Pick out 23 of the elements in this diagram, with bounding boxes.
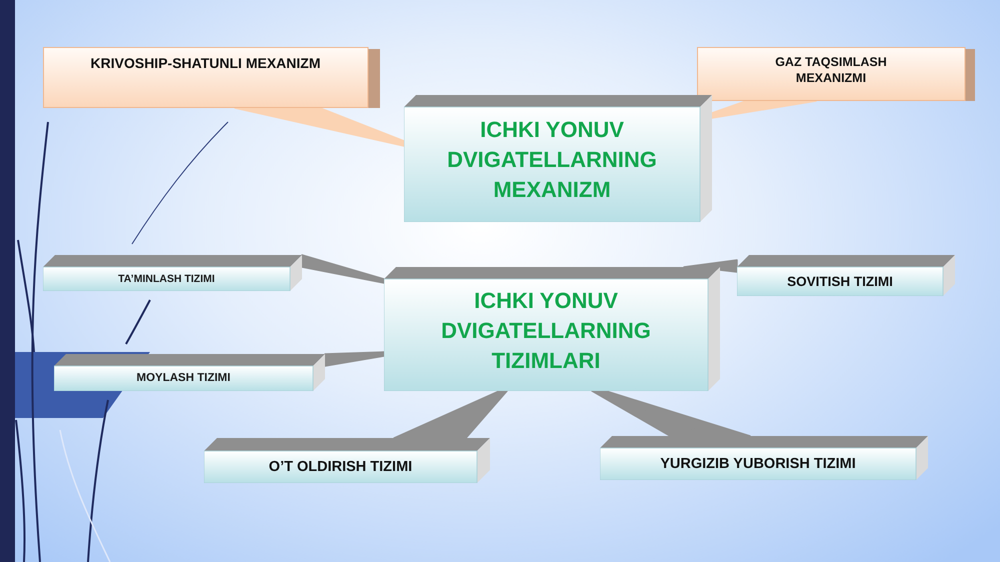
label-text: YURGIZIB YUBORISH TIZIMI bbox=[660, 455, 856, 473]
callout-box bbox=[43, 47, 380, 108]
callout-tail bbox=[234, 107, 405, 147]
wedge-connector bbox=[324, 351, 385, 367]
label-text: GAZ TAQSIMLASH MEXANIZMI bbox=[774, 54, 888, 86]
beveled-block bbox=[384, 267, 720, 391]
wedge-connector bbox=[591, 390, 751, 437]
wedge-connector bbox=[393, 390, 508, 439]
label-text: SOVITISH TIZIMI bbox=[787, 272, 893, 290]
beveled-block bbox=[600, 436, 928, 480]
label-text: TA’MINLASH TIZIMI bbox=[118, 272, 215, 286]
beveled-block bbox=[737, 255, 955, 296]
beveled-block bbox=[204, 438, 490, 483]
beveled-block bbox=[404, 95, 712, 222]
label-text: MOYLASH TIZIMI bbox=[136, 371, 230, 386]
label-text: O’T OLDIRISH TIZIMI bbox=[268, 458, 412, 476]
callout-box bbox=[697, 47, 975, 101]
beveled-block bbox=[54, 354, 325, 391]
title-text: ICHKI YONUV DVIGATELLARNING MEXANIZM bbox=[446, 116, 658, 204]
beveled-block bbox=[43, 255, 302, 291]
wedge-connector bbox=[301, 254, 385, 284]
label-text: KRIVOSHIP-SHATUNLI MEXANIZM bbox=[90, 54, 320, 72]
title-text: ICHKI YONUV DVIGATELLARNING TIZIMLARI bbox=[440, 287, 652, 375]
